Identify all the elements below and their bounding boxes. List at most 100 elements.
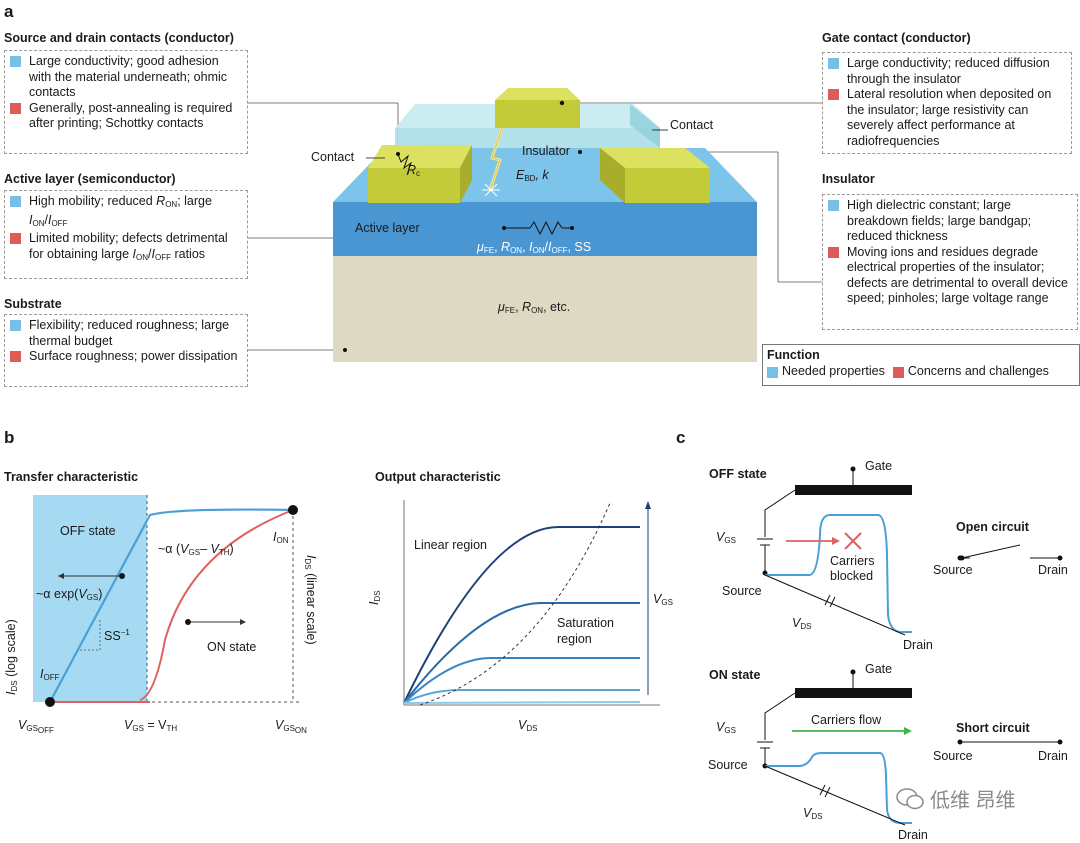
on-band-curve: [765, 752, 912, 824]
source-drain-needed: Large conductivity; good adhesion with t…: [10, 54, 241, 101]
gate-block: [495, 100, 580, 128]
carriers-flow-label: Carriers flow: [811, 713, 882, 727]
right-contact: [600, 148, 710, 168]
substrate-box: Flexibility; reduced roughness; large th…: [4, 314, 248, 387]
output-ylabel: IDS: [367, 590, 382, 605]
off-vds-label: VDS: [792, 616, 812, 631]
on-vds-label: VDS: [803, 806, 823, 821]
on-source-label: Source: [708, 758, 748, 772]
active-concern: Limited mobility; defects detrimental fo…: [10, 231, 241, 265]
source-drain-concern: Generally, post-annealing is required af…: [10, 101, 241, 132]
device-illustration: [248, 88, 822, 362]
left-contact: [368, 145, 472, 168]
off-state-title: OFF state: [709, 467, 767, 481]
exp-label: ~α exp(VGS): [36, 587, 103, 602]
carriers-blocked-label-2: blocked: [830, 569, 874, 583]
output-curve-2: [403, 602, 640, 704]
legend-concern: Concerns and challenges: [907, 364, 1049, 378]
legend-needed: Needed properties: [782, 364, 885, 378]
saturation-label-1: Saturation: [557, 616, 614, 630]
on-gate-label: Gate: [865, 662, 893, 676]
contact-right-label: Contact: [670, 118, 714, 132]
active-layer-box: High mobility; reduced RON; large ION/IO…: [4, 190, 248, 279]
off-gate-label: Gate: [865, 459, 893, 473]
open-drain-label: Drain: [1038, 563, 1068, 577]
output-plot: [403, 500, 660, 706]
saturation-boundary: [419, 502, 611, 706]
substrate-block: [333, 256, 757, 362]
on-drain-label: Drain: [898, 828, 928, 842]
insulator-concern: Moving ions and residues degrade electri…: [828, 245, 1071, 307]
lin-label: ~α (VGS– VTH): [158, 542, 234, 557]
transfer-plot: [33, 495, 300, 707]
substrate-title: Substrate: [4, 297, 62, 311]
substrate-params-label: μFE, RON, etc.: [498, 300, 571, 315]
log-curve: [49, 508, 294, 703]
source-drain-box: Large conductivity; good adhesion with t…: [4, 50, 248, 154]
output-vgs-label: VGS: [653, 592, 673, 607]
legend-blue-swatch: [767, 366, 778, 378]
on-vgs-label: VGS: [716, 720, 736, 735]
on-state-title: ON state: [709, 668, 761, 682]
saturation-label-2: region: [557, 632, 592, 646]
off-state-region: [33, 495, 147, 702]
contact-left-label: Contact: [311, 150, 355, 164]
vgs-on-label: VGSON: [275, 718, 307, 735]
gate-needed: Large conductivity; reduced diffusion th…: [828, 56, 1065, 87]
ioff-label: IOFF: [40, 667, 60, 682]
short-circuit-label: Short circuit: [956, 721, 1030, 735]
watermark-text: 低维 昂维: [930, 790, 1016, 812]
off-state-label: OFF state: [60, 524, 116, 538]
carriers-blocked-label-1: Carriers: [830, 554, 875, 568]
off-band-curve: [765, 514, 912, 633]
substrate-needed: Flexibility; reduced roughness; large th…: [10, 318, 241, 349]
wechat-icon: [896, 787, 924, 810]
gate-box: Large conductivity; reduced diffusion th…: [822, 52, 1072, 154]
panel-letter-a: a: [4, 2, 14, 21]
gate-title: Gate contact (conductor): [822, 31, 971, 45]
insulator-box: High dielectric constant; large breakdow…: [822, 194, 1078, 330]
vgs-off-label: VGSOFF: [18, 718, 54, 735]
output-curve-4: [403, 689, 640, 704]
insulator-title: Insulator: [822, 172, 875, 186]
insulator-needed: High dielectric constant; large breakdow…: [828, 198, 1071, 245]
transfer-title: Transfer characteristic: [4, 470, 139, 484]
output-xlabel: VDS: [518, 718, 538, 733]
active-layer-block: [333, 202, 757, 256]
substrate-concern: Surface roughness; power dissipation: [10, 349, 241, 365]
rc-label: Rc: [407, 163, 421, 178]
watermark: 低维 昂维: [896, 784, 1016, 813]
output-curve-1: [403, 525, 640, 704]
output-title: Output characteristic: [375, 470, 501, 484]
ss-label: SS−1: [104, 628, 130, 644]
insulator-label: Insulator: [522, 144, 570, 158]
on-gate-bar: [795, 688, 912, 698]
panel-letter-c: c: [676, 428, 686, 447]
output-curve-5: [403, 701, 641, 704]
ids-lin-axis-label: IDS (linear scale): [303, 555, 318, 645]
on-state-label: ON state: [207, 640, 257, 654]
vth-label: VGS = VTH: [124, 718, 178, 733]
ids-log-axis-label: IDS (log scale): [4, 619, 19, 695]
function-legend: Function Needed properties Concerns and …: [762, 344, 1080, 386]
states-illustration: [757, 466, 1063, 826]
linear-region-label: Linear region: [414, 538, 487, 552]
gate-concern: Lateral resolution when deposited on the…: [828, 87, 1065, 149]
off-drain-label: Drain: [903, 638, 933, 652]
open-circuit-label: Open circuit: [956, 520, 1029, 534]
source-drain-title: Source and drain contacts (conductor): [4, 31, 234, 45]
open-source-label: Source: [933, 563, 973, 577]
off-source-label: Source: [722, 584, 762, 598]
legend-title: Function: [767, 348, 820, 362]
short-source-label: Source: [933, 749, 973, 763]
off-vgs-label: VGS: [716, 530, 736, 545]
output-curve-3: [403, 657, 640, 704]
linear-curve: [139, 509, 294, 701]
ebd-label: EBD, k: [516, 168, 549, 183]
short-drain-label: Drain: [1038, 749, 1068, 763]
panel-letter-b: b: [4, 428, 15, 447]
active-layer-title: Active layer (semiconductor): [4, 172, 176, 186]
active-params-label: μFE, RON, ION/IOFF, SS: [477, 240, 592, 255]
legend-red-swatch: [892, 366, 904, 378]
ion-label: ION: [273, 530, 289, 545]
